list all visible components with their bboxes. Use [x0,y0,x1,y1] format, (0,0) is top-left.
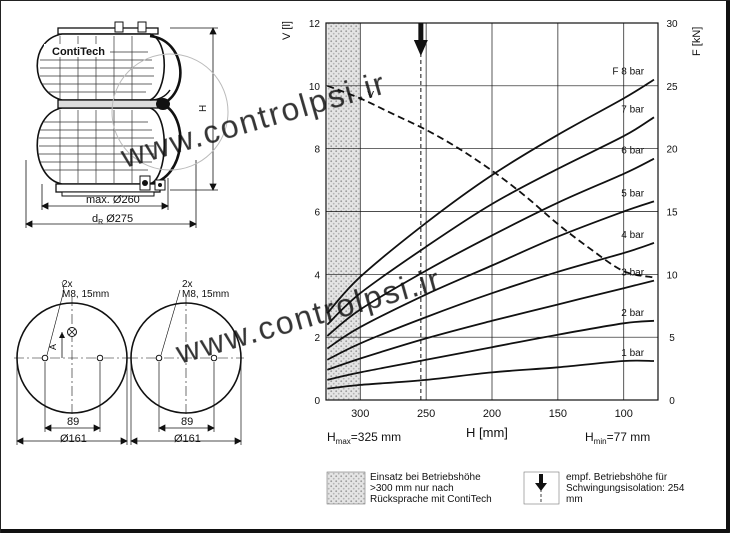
plate-right-spacing-label: 89 [181,416,193,428]
x-tick-label: 200 [483,408,501,420]
bellows-max-diameter-label: max. Ø260 [86,194,140,206]
bellows-brand-label: ContiTech [52,46,105,58]
plate-right-thread-label: M8, 15mm [182,289,229,300]
left-tick-label: 2 [314,333,320,344]
left-tick-label: 12 [309,19,321,30]
characteristic-chart: 0 2 4 6 8 10 12 0 5 10 15 20 25 30 300 250 200 150 100 1… [281,19,703,446]
plate-view-right: 2x M8, 15mm 89 Ø161 [128,279,244,445]
right-tick-label: 25 [666,82,678,93]
left-tick-label: 4 [314,270,320,281]
legend-arrow-icon [535,483,547,491]
force-curve [326,78,655,314]
recommended-height-arrow [413,23,428,56]
series-labels: 1 bar 2 bar 3 bar 4 bar 5 bar 6 bar 7 bar F 8 b… [367,67,644,359]
volume-curve [326,84,655,279]
force-curve [326,200,655,350]
left-axis-ticks: 0 2 4 6 8 10 12 [309,19,321,407]
series-label: F 8 bar [612,67,644,78]
right-tick-label: 0 [669,396,675,407]
right-tick-label: 5 [669,333,675,344]
left-tick-label: 8 [314,145,320,156]
series-label: 4 bar [621,230,644,241]
right-tick-label: 10 [666,270,678,281]
hmax-label: Hmax=325 mm [327,430,401,446]
series-label: 5 bar [621,188,644,199]
legend-hatched-line-3: Rücksprache mit ContiTech [370,494,492,505]
legend-hatched-line-2: >300 mm nur nach [370,483,454,494]
stamp-circle [111,53,229,171]
series-label: 6 bar [621,146,644,157]
force-curve [327,319,655,381]
left-tick-label: 0 [314,396,320,407]
legend-arrow-text: empf. Betriebshöhe für Schwingungsisolat… [566,472,716,505]
plate-left-a-label: A [48,344,58,350]
x-tick-label: 150 [549,408,567,420]
legend-arrow-line-1: empf. Betriebshöhe für [566,472,668,483]
y-right-axis-label: F [kN] [691,27,703,56]
plate-left-holes-label: 2x [62,279,73,290]
volume-curve-label: V [367,90,374,101]
legend-hatched-text: Einsatz bei Betriebshöhe >300 mm nur nac… [370,472,520,505]
legend [326,471,560,505]
hmin-label: Hmin=77 mm [585,430,650,446]
force-curve [327,279,655,371]
plate-left-diameter-label: Ø161 [60,433,87,445]
bellows-drawing: ContiTech H m [25,21,229,228]
plate-view-left: A 2x M8, 15mm 89 Ø161 [14,279,130,445]
x-axis-ticks: 300 250 200 150 100 [351,408,633,420]
right-tick-label: 30 [666,19,678,30]
x-tick-label: 300 [351,408,369,420]
plate-right-holes-label: 2x [182,279,193,290]
x-tick-label: 250 [417,408,435,420]
series-label: 1 bar [621,348,644,359]
left-tick-label: 6 [314,208,320,219]
legend-arrow-line-3: mm [566,494,583,505]
plot-border [325,22,659,401]
legend-arrow-line-2: Schwingungsisolation: 254 [566,483,685,494]
y-left-axis-label: V [l] [281,21,293,40]
series-label: 2 bar [621,308,644,319]
force-curve [327,359,655,390]
x-tick-label: 100 [615,408,633,420]
right-axis-ticks: 0 5 10 15 20 25 30 [666,19,678,407]
plate-right-diameter-label: Ø161 [174,433,201,445]
plate-left-thread-label: M8, 15mm [62,289,109,300]
right-tick-label: 15 [666,208,678,219]
force-curve [326,116,655,326]
series-label: 7 bar [621,104,644,115]
series-label: 3 bar [621,268,644,279]
recommended-arrow-head [413,40,428,56]
force-curve [326,242,655,361]
plate-left-spacing-label: 89 [67,416,79,428]
x-axis-label: H [mm] [466,425,508,440]
legend-hatched-line-1: Einsatz bei Betriebshöhe [370,472,481,483]
force-curves [326,78,655,390]
bellows-dr-label: dR Ø275 [92,213,133,226]
legend-hatched-swatch [326,471,366,505]
bellows-height-label: H [198,105,209,112]
recommended-arrow-shaft [418,23,424,41]
left-tick-label: 10 [309,82,321,93]
force-curve [326,157,655,337]
right-tick-label: 20 [666,145,678,156]
